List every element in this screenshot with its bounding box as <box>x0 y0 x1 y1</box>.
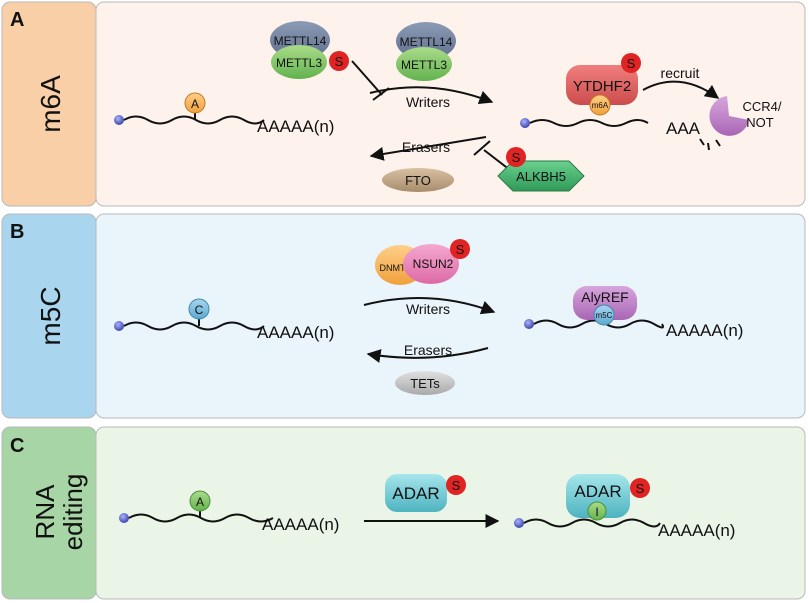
cytosine-base <box>188 298 210 320</box>
ytdhf2-label: YTDHF2 <box>573 78 631 95</box>
adenosine-base <box>189 490 211 512</box>
alkbh5-protein <box>497 160 585 192</box>
cap-node <box>524 319 534 329</box>
m5c-label: m5C <box>596 311 613 320</box>
s-badge <box>506 147 526 167</box>
panel-c: C RNA editing A AAAAA(n) ADAR S AAAAA(n)… <box>1 426 806 600</box>
writers-arrow <box>363 296 496 315</box>
panel-b: B m5C C AAAAA(n) DNMT2 NSUN2 S Writers E… <box>1 213 806 419</box>
alyref-protein <box>573 286 637 320</box>
adar-bound-label: ADAR <box>574 482 621 501</box>
inhibition-line <box>483 149 511 171</box>
polya-tail-left: AAAAA(n) <box>257 323 334 342</box>
erasers-label: Erasers <box>402 139 450 155</box>
mettl3-label: METTL3 <box>401 58 447 72</box>
ccr4-not-protein <box>709 96 749 136</box>
s-badge-label: S <box>335 54 344 69</box>
mettl3-protein <box>396 47 452 81</box>
cap-node <box>114 115 124 125</box>
ccr4-not-label-2: NOT <box>746 115 774 130</box>
recruit-label: recruit <box>661 65 700 81</box>
adar-label: ADAR <box>392 484 439 503</box>
panel-b-side-label: m5C <box>35 286 66 345</box>
panel-a: A m6A A AAAAA(n) METTL14 METTL3 S METTL1… <box>1 1 806 207</box>
mettl14-label: METTL14 <box>274 34 327 48</box>
mettl14-label: METTL14 <box>400 35 453 49</box>
tets-protein <box>395 371 455 395</box>
panel-c-side-label-2: editing <box>58 474 88 551</box>
erasers-arrow <box>369 136 487 161</box>
s-badge <box>446 475 466 495</box>
mettl3-protein <box>271 45 327 79</box>
writers-label: Writers <box>406 301 450 317</box>
s-badge <box>621 53 641 73</box>
mrna-strand <box>123 321 265 331</box>
fto-protein <box>382 168 454 192</box>
cap-node <box>520 118 530 128</box>
writers-label: Writers <box>406 94 450 110</box>
cytosine-label: C <box>195 303 204 317</box>
s-badge-label: S <box>636 481 645 496</box>
polya-tail-right: AAA <box>666 119 701 138</box>
inosine-base <box>587 501 607 521</box>
recruit-arrow <box>642 80 720 99</box>
alyref-label: AlyREF <box>581 289 628 305</box>
adenosine-label: A <box>196 495 204 509</box>
polya-tail-left: AAAAA(n) <box>262 515 339 534</box>
s-badge-label: S <box>512 150 521 165</box>
adar-protein-bound <box>566 474 630 518</box>
s-badge-label: S <box>627 56 636 71</box>
polya-tail-left: AAAAA(n) <box>257 117 334 136</box>
ytdhf2-protein <box>566 65 638 105</box>
polya-tail-right: AAAAA(n) <box>658 521 735 540</box>
panel-b-letter: B <box>10 221 24 243</box>
writers-arrow <box>369 86 494 104</box>
panel-c-body <box>95 426 806 600</box>
panel-c-side-label-1: RNA <box>30 484 60 540</box>
ccr4-not-label-1: CCR4/ <box>742 99 781 114</box>
adenosine-base <box>184 92 206 114</box>
s-badge <box>450 239 470 259</box>
m6a-base <box>589 94 611 116</box>
polya-tail-right: AAAAA(n) <box>666 321 743 340</box>
inosine-label: I <box>595 505 598 519</box>
alkbh5-label: ALKBH5 <box>516 169 566 184</box>
tets-label: TETs <box>410 376 440 391</box>
erasers-arrow <box>366 347 489 363</box>
panel-a-body <box>95 1 806 207</box>
s-badge-label: S <box>456 242 465 257</box>
cap-node <box>119 513 129 523</box>
s-badge <box>329 51 349 71</box>
adar-protein <box>385 474 447 512</box>
s-badge <box>630 478 650 498</box>
degradation-marks <box>699 138 721 151</box>
writer-complex: METTL14 METTL3 <box>396 22 456 81</box>
inhibition-line <box>351 60 383 96</box>
m6a-label: m6A <box>592 101 609 110</box>
nsun2-protein <box>403 244 459 284</box>
m5c-base <box>593 304 615 326</box>
dnmt2-label: DNMT2 <box>380 263 411 273</box>
cap-node <box>114 321 124 331</box>
erasers-label: Erasers <box>404 342 452 358</box>
mrna-strand <box>529 119 649 127</box>
nsun2-label: NSUN2 <box>413 257 454 271</box>
writer-complex-regulated: METTL14 METTL3 S <box>270 21 349 79</box>
fto-label: FTO <box>405 173 431 188</box>
panel-a-side-label: m6A <box>35 75 66 133</box>
panel-c-letter: C <box>10 435 24 457</box>
panel-a-letter: A <box>10 9 24 31</box>
mettl3-label: METTL3 <box>276 56 322 70</box>
mrna-strand <box>523 518 661 528</box>
s-badge-label: S <box>452 478 461 493</box>
adenosine-label: A <box>191 97 199 111</box>
cap-node <box>514 518 524 528</box>
panel-b-body <box>95 213 806 419</box>
inhibition-bar <box>473 140 491 156</box>
